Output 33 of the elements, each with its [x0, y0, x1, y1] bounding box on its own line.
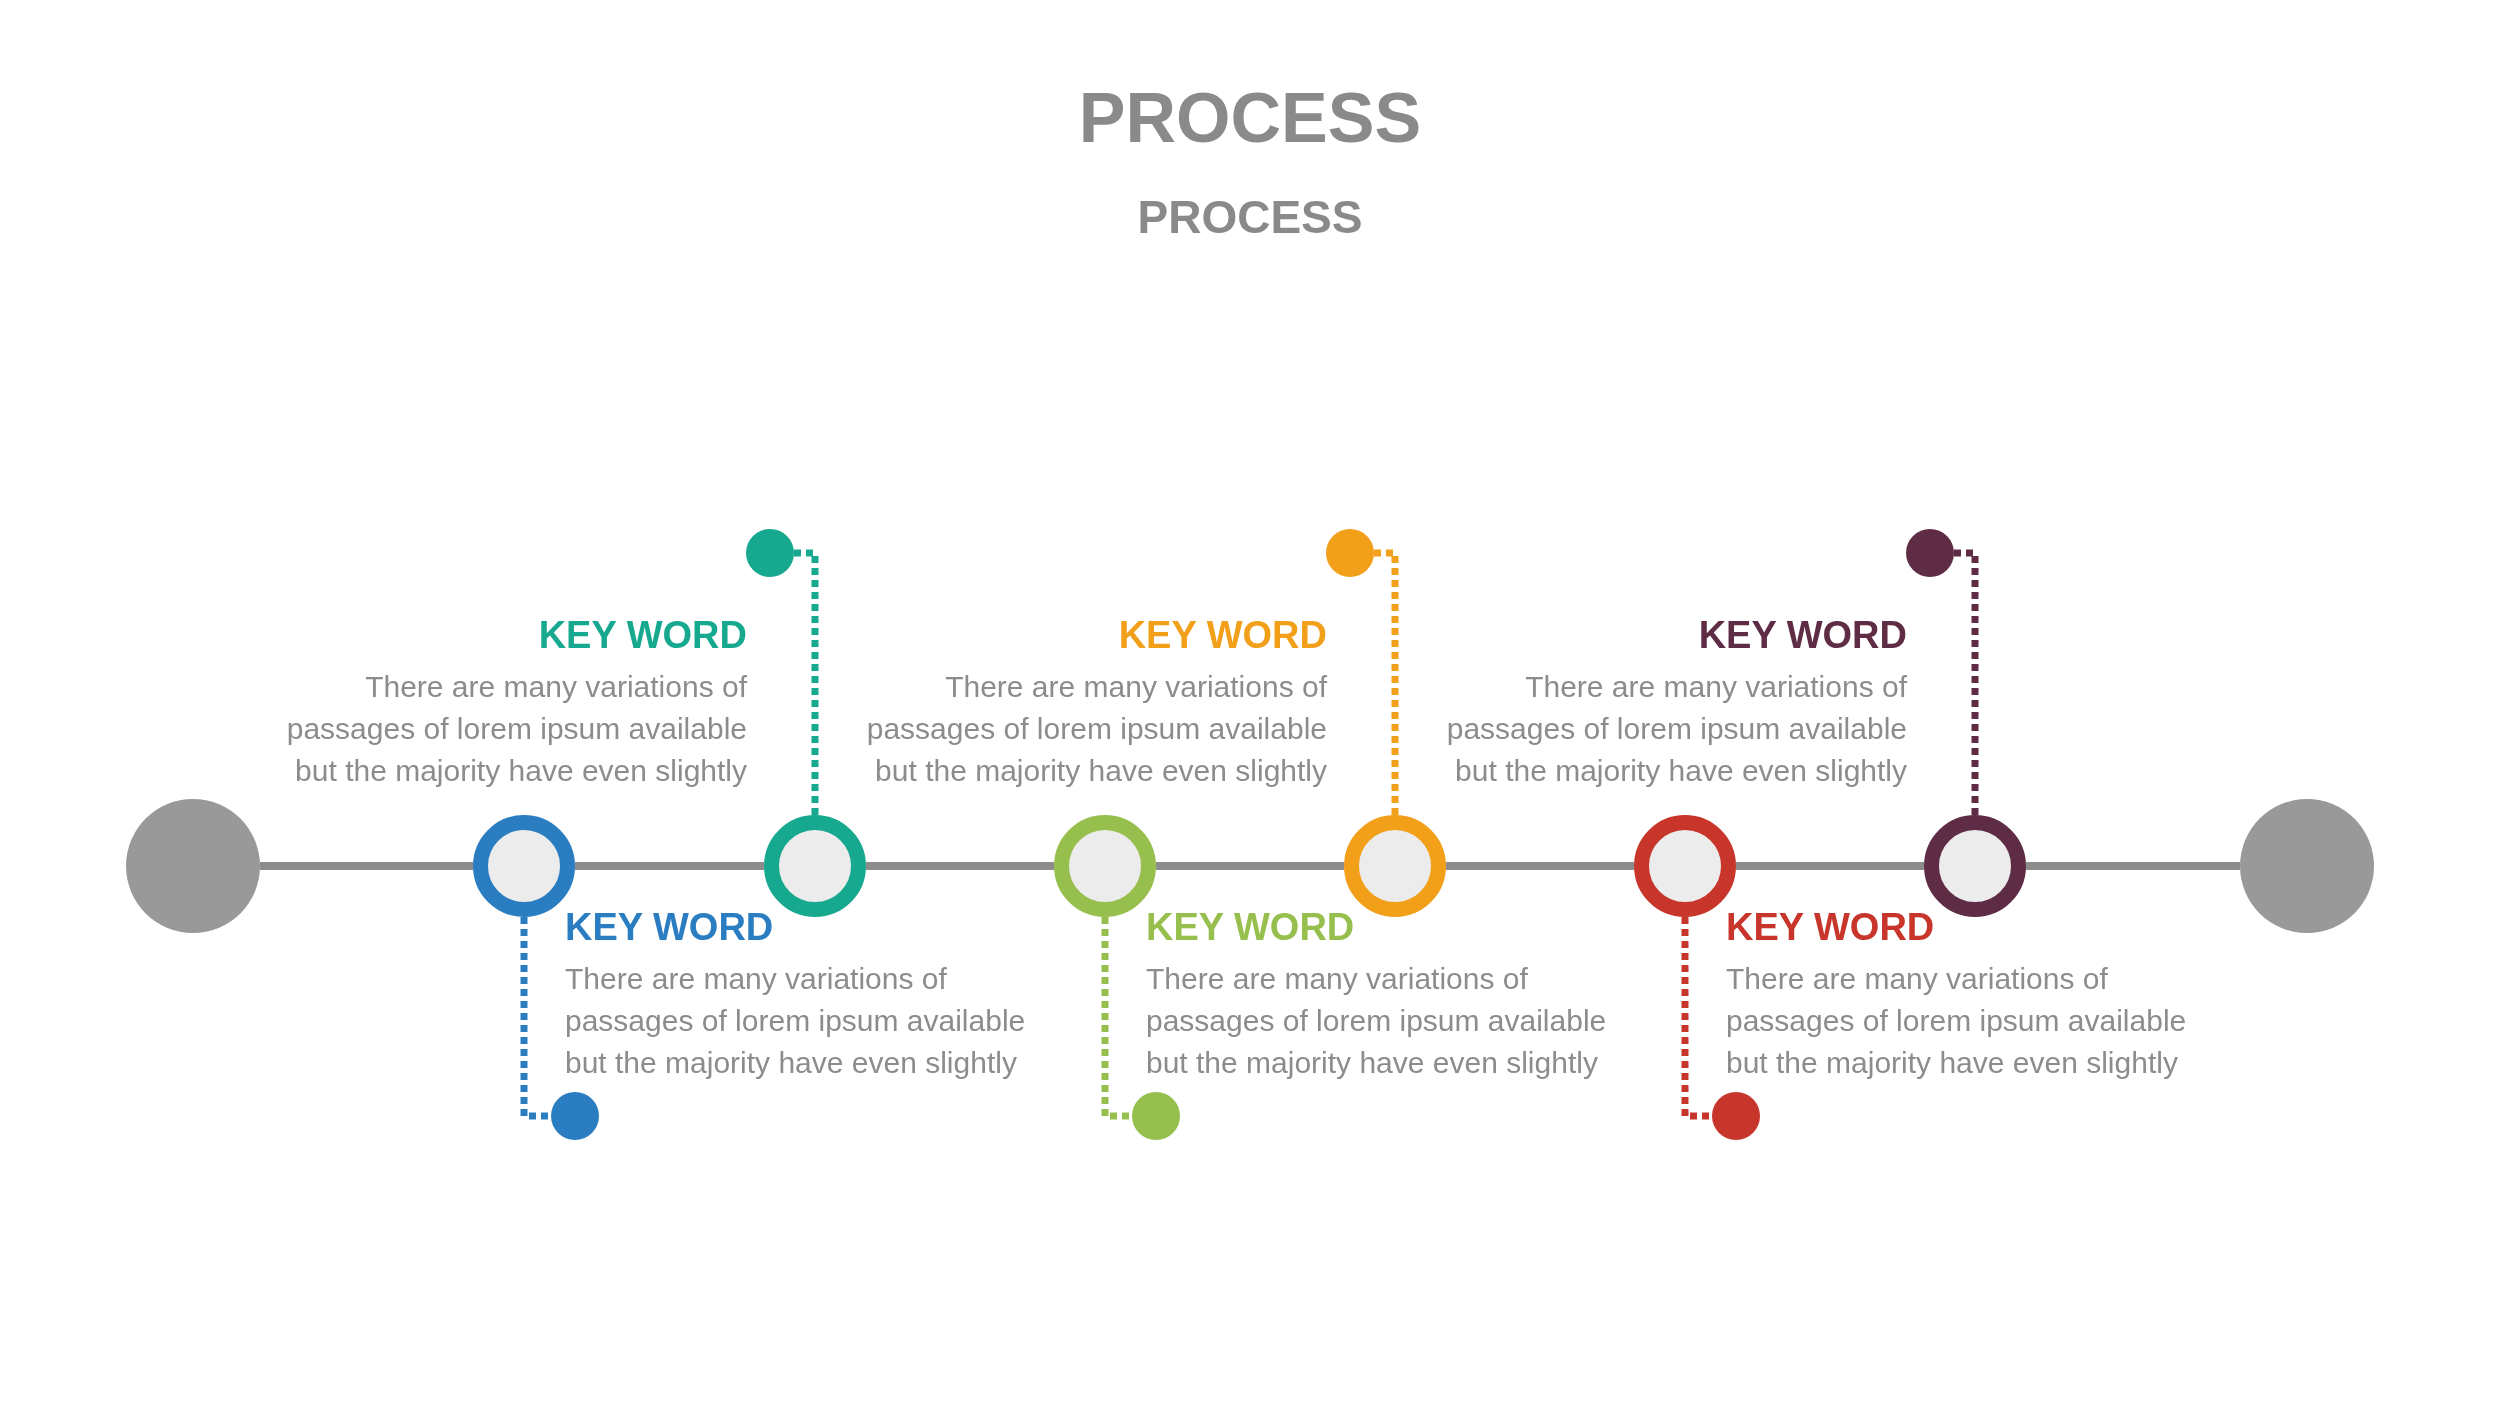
description-text: There are many variations of passages of lorem ipsum available but the majority have even slightly	[1726, 961, 2188, 1081]
description-text: There are many variations of passages of lorem ipsum available but the majority have even slightly	[565, 961, 1027, 1081]
dotted-connector	[1954, 549, 1979, 815]
timeline-line	[575, 862, 764, 870]
dot-marker	[746, 529, 794, 577]
key-word-heading: KEY WORD	[538, 614, 747, 657]
key-word-heading: KEY WORD	[1726, 906, 1935, 949]
description-text: There are many variations of passages of lorem ipsum available but the majority have even slightly	[285, 669, 747, 789]
dotted-connector	[794, 549, 819, 815]
key-word-heading: KEY WORD	[1146, 906, 1355, 949]
dotted-connector	[1681, 917, 1712, 1120]
timeline-line	[1156, 862, 1344, 870]
description-text: There are many variations of passages of lorem ipsum available but the majority have even slightly	[865, 669, 1327, 789]
dot-marker	[1326, 529, 1374, 577]
timeline-line	[2026, 862, 2240, 870]
dot-marker	[551, 1092, 599, 1140]
title: PROCESS	[1077, 78, 1423, 158]
key-word-heading: KEY WORD	[565, 906, 774, 949]
description-text: There are many variations of passages of lorem ipsum available but the majority have even slightly	[1146, 961, 1608, 1081]
description-text: There are many variations of passages of lorem ipsum available but the majority have even slightly	[1445, 669, 1907, 789]
dot-marker	[1906, 529, 1954, 577]
dotted-connector	[1374, 549, 1399, 815]
subtitle: PROCESS	[1136, 190, 1364, 244]
dot-marker	[1132, 1092, 1180, 1140]
timeline-line	[1736, 862, 1924, 870]
timeline-line	[1446, 862, 1634, 870]
dot-marker	[1712, 1092, 1760, 1140]
timeline-line	[260, 862, 473, 870]
key-word-heading: KEY WORD	[1698, 614, 1907, 657]
timeline-line	[866, 862, 1054, 870]
key-word-heading: KEY WORD	[1118, 614, 1327, 657]
dotted-connector	[1101, 917, 1132, 1120]
dotted-connector	[520, 917, 551, 1120]
